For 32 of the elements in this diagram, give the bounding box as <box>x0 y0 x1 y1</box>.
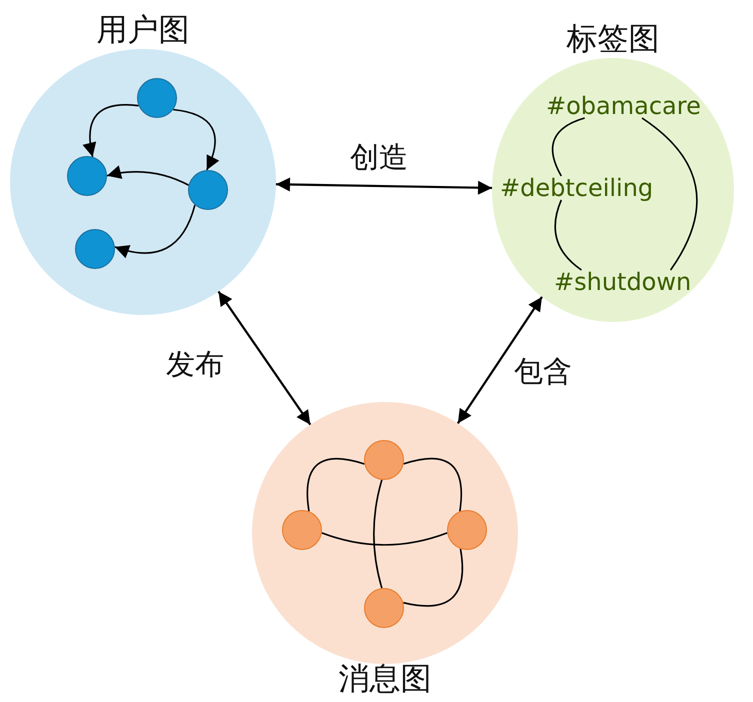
graph-vertex <box>364 588 404 628</box>
connector-line <box>322 532 448 546</box>
edge-label: 包含 <box>514 353 572 390</box>
graph-vertex <box>447 510 487 550</box>
connector-line <box>306 458 365 512</box>
graph-vertex <box>75 229 115 269</box>
arrow <box>456 296 543 424</box>
graph-vertex <box>67 156 107 196</box>
edge-label: 发布 <box>166 346 224 383</box>
connector-line <box>373 480 383 588</box>
arrow <box>218 290 312 426</box>
arrow <box>173 108 219 170</box>
connector-line <box>554 200 582 271</box>
graph-vertex <box>188 170 228 210</box>
arrow <box>106 166 189 186</box>
graph-vertex <box>364 440 404 480</box>
graph-title: 用户图 <box>96 12 190 47</box>
edge-label: 创造 <box>350 139 408 176</box>
connector-line <box>403 458 462 512</box>
connector-line <box>403 548 464 607</box>
arrow <box>83 104 139 157</box>
connector-line <box>552 117 585 176</box>
graph-vertex <box>137 78 177 118</box>
graph-title: 标签图 <box>566 22 660 56</box>
graph-vertex <box>282 510 322 550</box>
hashtag-label: #shutdown <box>554 270 692 294</box>
graph-title: 消息图 <box>338 662 432 696</box>
hashtag-label: #obamacare <box>546 94 701 118</box>
hashtag-label: #debtceiling <box>500 176 654 200</box>
arrow <box>114 204 196 258</box>
connector-line <box>642 117 698 270</box>
arrow <box>276 178 492 195</box>
